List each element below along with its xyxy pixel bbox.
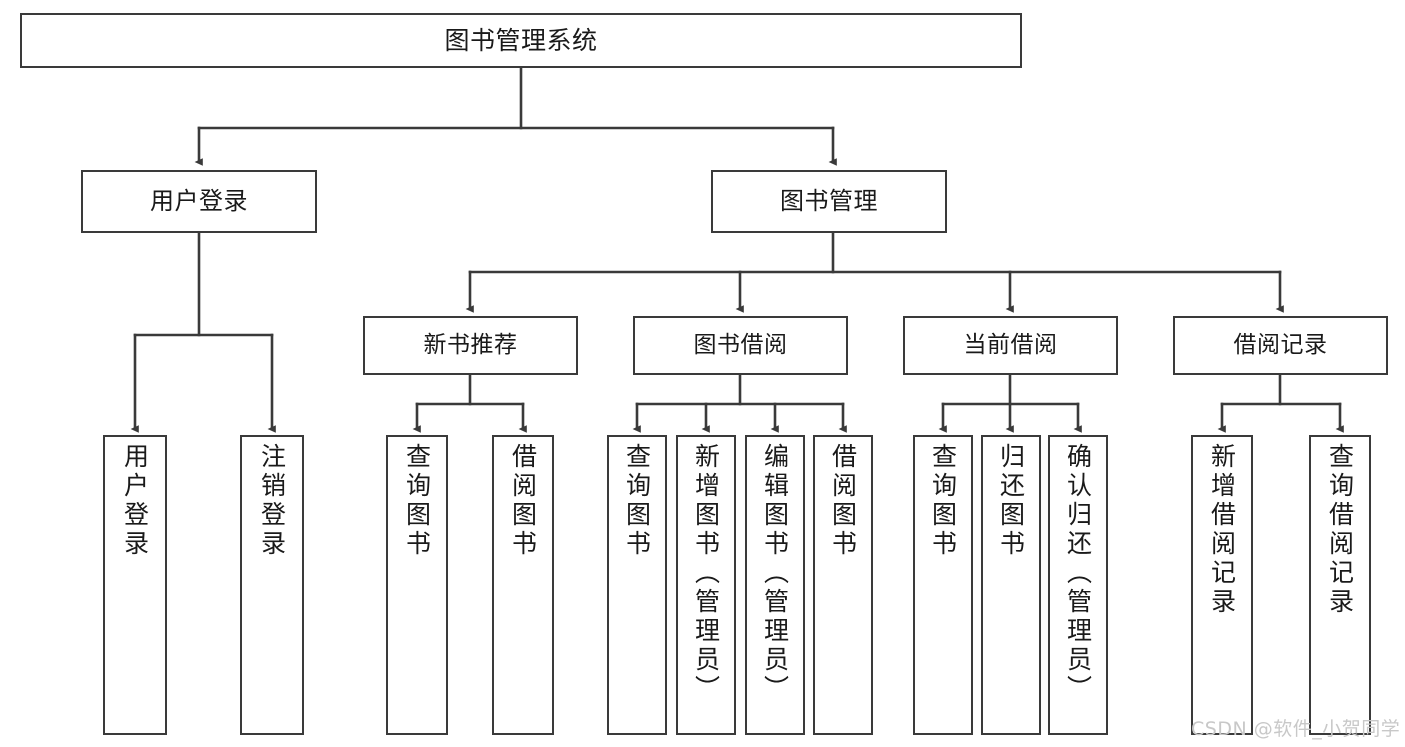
leaf-current-borrow-query-label: 查询图书 [928,443,958,559]
leaf-book-borrow-add[interactable]: 新增图书（管理员） [676,435,736,735]
node-user-login[interactable]: 用户登录 [81,170,317,233]
node-borrow-record[interactable]: 借阅记录 [1173,316,1388,375]
leaf-user-login-login-label: 用户登录 [120,443,150,559]
node-book-manage[interactable]: 图书管理 [711,170,947,233]
node-new-book-recommend-label: 新书推荐 [423,331,518,358]
node-current-borrow[interactable]: 当前借阅 [903,316,1118,375]
node-root-label: 图书管理系统 [444,25,598,55]
leaf-book-borrow-edit-label: 编辑图书（管理员） [760,443,790,704]
node-borrow-record-label: 借阅记录 [1233,331,1328,358]
leaf-user-login-logout[interactable]: 注销登录 [240,435,304,735]
leaf-borrow-record-query-label: 查询借阅记录 [1325,443,1355,617]
leaf-borrow-record-add[interactable]: 新增借阅记录 [1191,435,1253,735]
leaf-current-borrow-confirm-return[interactable]: 确认归还（管理员） [1048,435,1108,735]
leaf-user-login-logout-label: 注销登录 [257,443,287,559]
leaf-book-borrow-query-label: 查询图书 [622,443,652,559]
leaf-current-borrow-query[interactable]: 查询图书 [913,435,973,735]
leaf-book-borrow-borrow-label: 借阅图书 [828,443,858,559]
node-current-borrow-label: 当前借阅 [963,331,1058,358]
leaf-borrow-record-query[interactable]: 查询借阅记录 [1309,435,1371,735]
leaf-new-book-borrow[interactable]: 借阅图书 [492,435,554,735]
node-book-manage-label: 图书管理 [780,187,878,216]
node-new-book-recommend[interactable]: 新书推荐 [363,316,578,375]
leaf-book-borrow-query[interactable]: 查询图书 [607,435,667,735]
leaf-user-login-login[interactable]: 用户登录 [103,435,167,735]
leaf-book-borrow-add-label: 新增图书（管理员） [691,443,721,704]
leaf-new-book-query-label: 查询图书 [402,443,432,559]
node-book-borrow-label: 图书借阅 [693,331,788,358]
node-user-login-label: 用户登录 [150,187,248,216]
leaf-current-borrow-confirm-return-label: 确认归还（管理员） [1063,443,1093,704]
leaf-book-borrow-edit[interactable]: 编辑图书（管理员） [745,435,805,735]
leaf-new-book-borrow-label: 借阅图书 [508,443,538,559]
leaf-current-borrow-return-label: 归还图书 [996,443,1026,559]
leaf-new-book-query[interactable]: 查询图书 [386,435,448,735]
node-root-library-system[interactable]: 图书管理系统 [20,13,1022,68]
leaf-current-borrow-return[interactable]: 归还图书 [981,435,1041,735]
leaf-borrow-record-add-label: 新增借阅记录 [1207,443,1237,617]
node-book-borrow[interactable]: 图书借阅 [633,316,848,375]
leaf-book-borrow-borrow[interactable]: 借阅图书 [813,435,873,735]
